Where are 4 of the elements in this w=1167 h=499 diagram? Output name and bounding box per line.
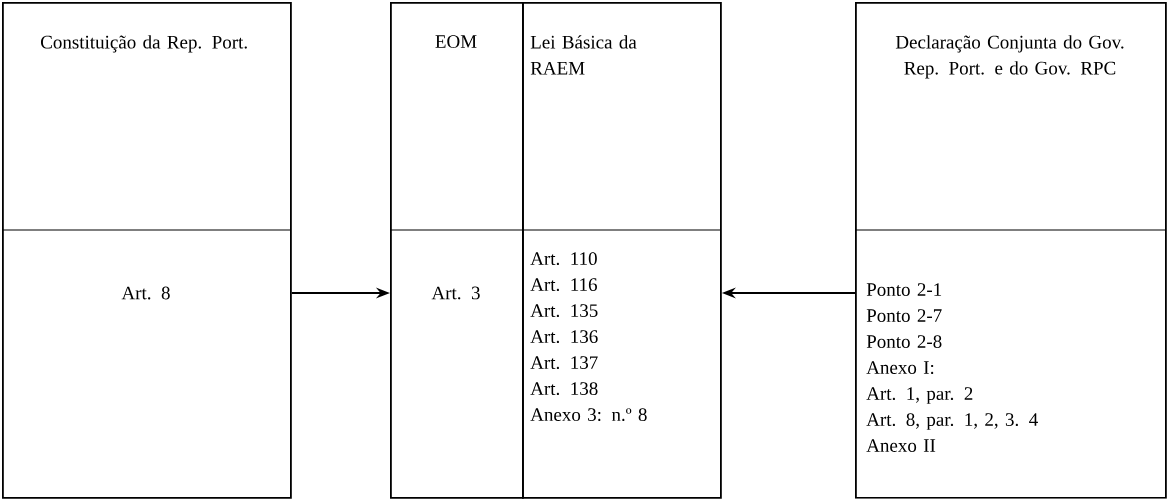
table-column: Declaração Conjunta do Gov. Rep. Port. e do Gov. RPC Ponto 2-1 Ponto 2-7 Ponto 2-8 Anexo I: Art. 1, par. 2 Art. 8, par. 1, 2, 3. 4 Anexo II xyxy=(854,2,1167,499)
table-column: EOM Art. 3 xyxy=(389,2,524,499)
table-column: Lei Básica da RAEM Art. 110 Art. 116 Art. 135 Art. 136 Art. 137 Art. 138 Anexo 3: n.º 8 xyxy=(521,2,722,499)
table-column: Constituição da Rep. Port. Art. 8 xyxy=(1,2,292,499)
